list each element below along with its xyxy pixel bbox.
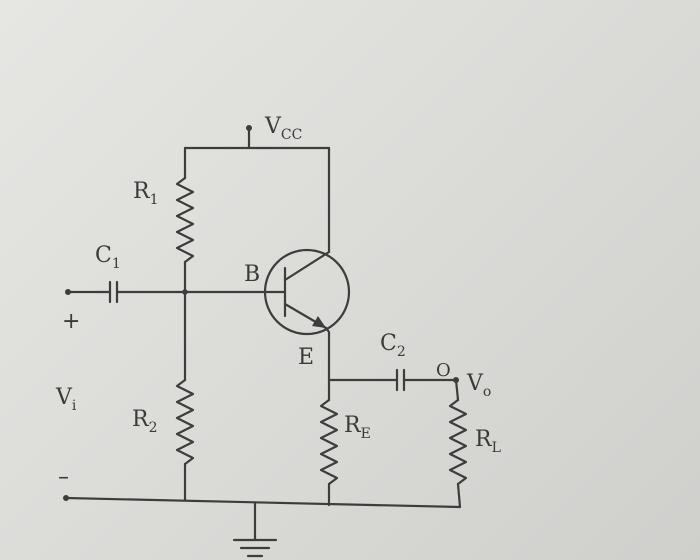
- r2-resistor: [175, 378, 195, 466]
- transistor-collector-lead: [283, 250, 331, 282]
- emitter-label: E: [298, 345, 314, 370]
- emitter-arrow: [312, 316, 326, 328]
- emitter-wire: [324, 326, 331, 382]
- plus-sign: +: [62, 309, 80, 334]
- r1-label: R1: [133, 179, 159, 208]
- vo-label: Vo: [466, 371, 491, 400]
- ground-rail: [64, 496, 462, 509]
- vo-node-label: O: [436, 360, 451, 381]
- minus-sign: –: [58, 465, 69, 490]
- vcc-terminal: [246, 125, 252, 131]
- transistor-envelope: [263, 248, 351, 336]
- vi-label: Vi: [55, 385, 77, 414]
- base-label: B: [244, 262, 260, 287]
- c2-label: C2: [380, 331, 406, 360]
- re-label: RE: [344, 413, 371, 442]
- rl-label: RL: [475, 427, 501, 456]
- re-resistor: [319, 398, 339, 486]
- rl-wire-bottom: [456, 482, 462, 509]
- ground-symbol: [232, 538, 278, 558]
- r2-label: R2: [132, 407, 158, 436]
- c1-label: C1: [95, 243, 121, 272]
- rl-resistor: [448, 398, 468, 486]
- r1-resistor: [175, 176, 195, 264]
- vcc-label: VCC: [264, 114, 302, 143]
- rl-wire-top: [454, 378, 460, 402]
